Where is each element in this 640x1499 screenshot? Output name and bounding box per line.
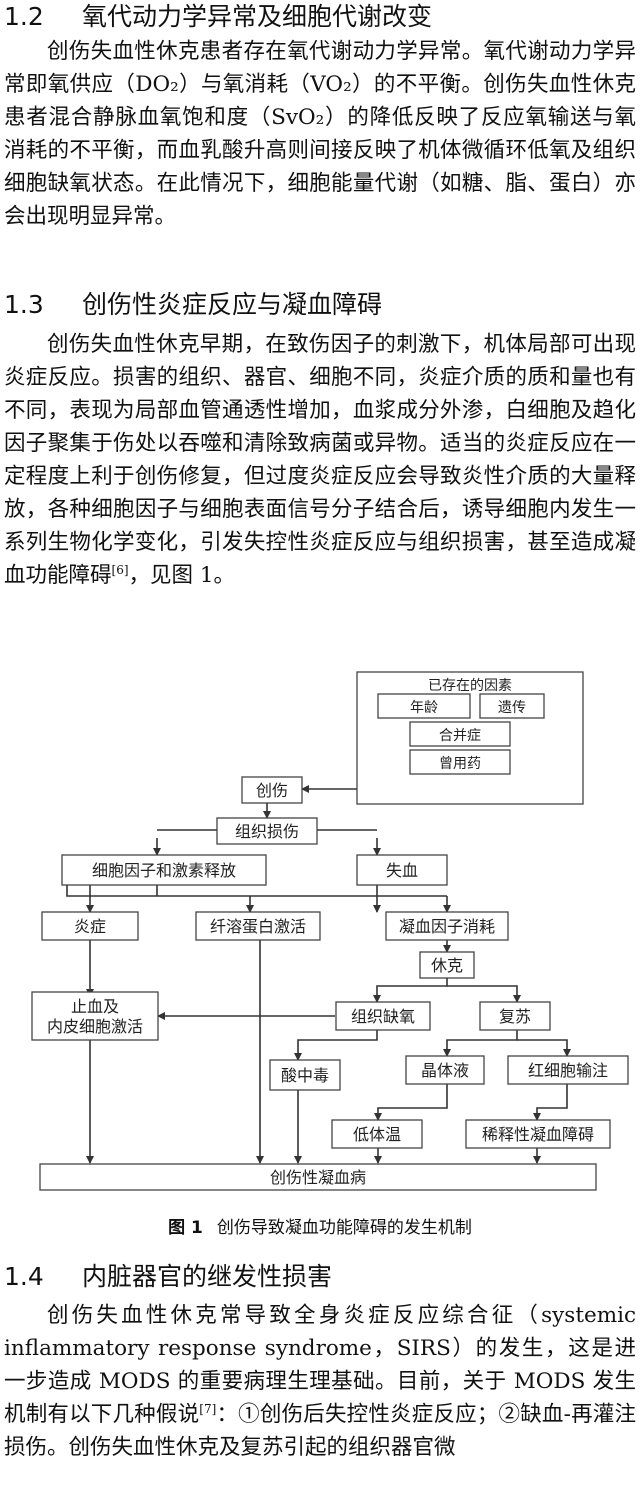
figure-label: 图 1 [168,1218,203,1238]
node-tissue-injury: 组织损伤 [235,822,299,841]
node-inflammation: 炎症 [74,917,106,936]
node-crystalloid: 晶体液 [421,1061,469,1080]
section-number: 1.2 [4,2,44,31]
node-blood-loss: 失血 [386,861,418,880]
node-medication: 曾用药 [439,756,481,772]
paragraph-tail: ，见图 1。 [128,563,236,588]
node-factor-consumption: 凝血因子消耗 [399,917,495,936]
node-dilutional-coagulopathy: 稀释性凝血障碍 [482,1125,594,1144]
figure-caption: 图 1 创伤导致凝血功能障碍的发生机制 [0,1214,640,1242]
section-heading-1-3: 1.3 创伤性炎症反应与凝血障碍 [4,290,382,320]
figure-caption-text: 创伤导致凝血功能障碍的发生机制 [216,1218,472,1238]
node-hypothermia: 低体温 [353,1125,401,1144]
citation: [7] [199,1401,217,1416]
section-title: 内脏器官的继发性损害 [82,1262,333,1291]
figure-1-diagram: 已存在的因素 年龄 遗传 合并症 曾用药 创伤 组织损伤 细胞因子和激素释放 失… [31,671,629,1191]
paragraph-text: 创伤失血性休克早期，在致伤因子的刺激下，机体局部可出现炎症反应。损害的组织、器官… [4,332,636,588]
node-rbc-transfusion: 红细胞输注 [528,1061,608,1080]
section-title: 氧代动力学异常及细胞代谢改变 [82,2,433,31]
paragraph-text: 创伤失血性休克常导致全身炎症反应综合征（systemic inflammator… [4,1303,636,1427]
node-cytokine-release: 细胞因子和激素释放 [92,861,236,880]
section-paragraph-1-4: 创伤失血性休克常导致全身炎症反应综合征（systemic inflammator… [4,1299,636,1464]
paragraph-text-continued: ：①创伤后失控性炎症反应；②缺血-再灌注损伤。创伤失血性休克及复苏引起的组织器官… [4,1402,636,1460]
node-acidosis: 酸中毒 [281,1066,329,1085]
node-fibrinolysis: 纤溶蛋白激活 [210,917,306,936]
citation: [6] [111,562,129,577]
node-genetics: 遗传 [498,700,526,716]
node-resuscitation: 复苏 [499,1007,531,1026]
section-number: 1.3 [4,290,44,319]
node-hemostasis-line2: 内皮细胞激活 [47,1017,143,1036]
node-hemostasis-line1: 止血及 [71,997,119,1016]
node-tissue-hypoxia: 组织缺氧 [351,1007,415,1026]
node-trauma: 创伤 [256,781,288,800]
section-paragraph-1-3: 创伤失血性休克早期，在致伤因子的刺激下，机体局部可出现炎症反应。损害的组织、器官… [4,328,636,592]
section-title: 创伤性炎症反应与凝血障碍 [82,290,383,319]
section-paragraph-1-2: 创伤失血性休克患者存在氧代谢动力学异常。氧代谢动力学异常即氧供应（DO₂）与氧消… [4,39,636,229]
node-preexisting-factors: 已存在的因素 [428,678,512,694]
section-heading-1-4: 1.4 内脏器官的继发性损害 [4,1262,332,1292]
node-age: 年龄 [410,700,438,716]
node-trauma-coagulopathy: 创伤性凝血病 [270,1168,366,1187]
node-comorbidity: 合并症 [439,728,481,744]
node-shock: 休克 [431,956,463,975]
section-number: 1.4 [4,1262,44,1291]
section-heading-1-2: 1.2 氧代动力学异常及细胞代谢改变 [4,2,432,32]
